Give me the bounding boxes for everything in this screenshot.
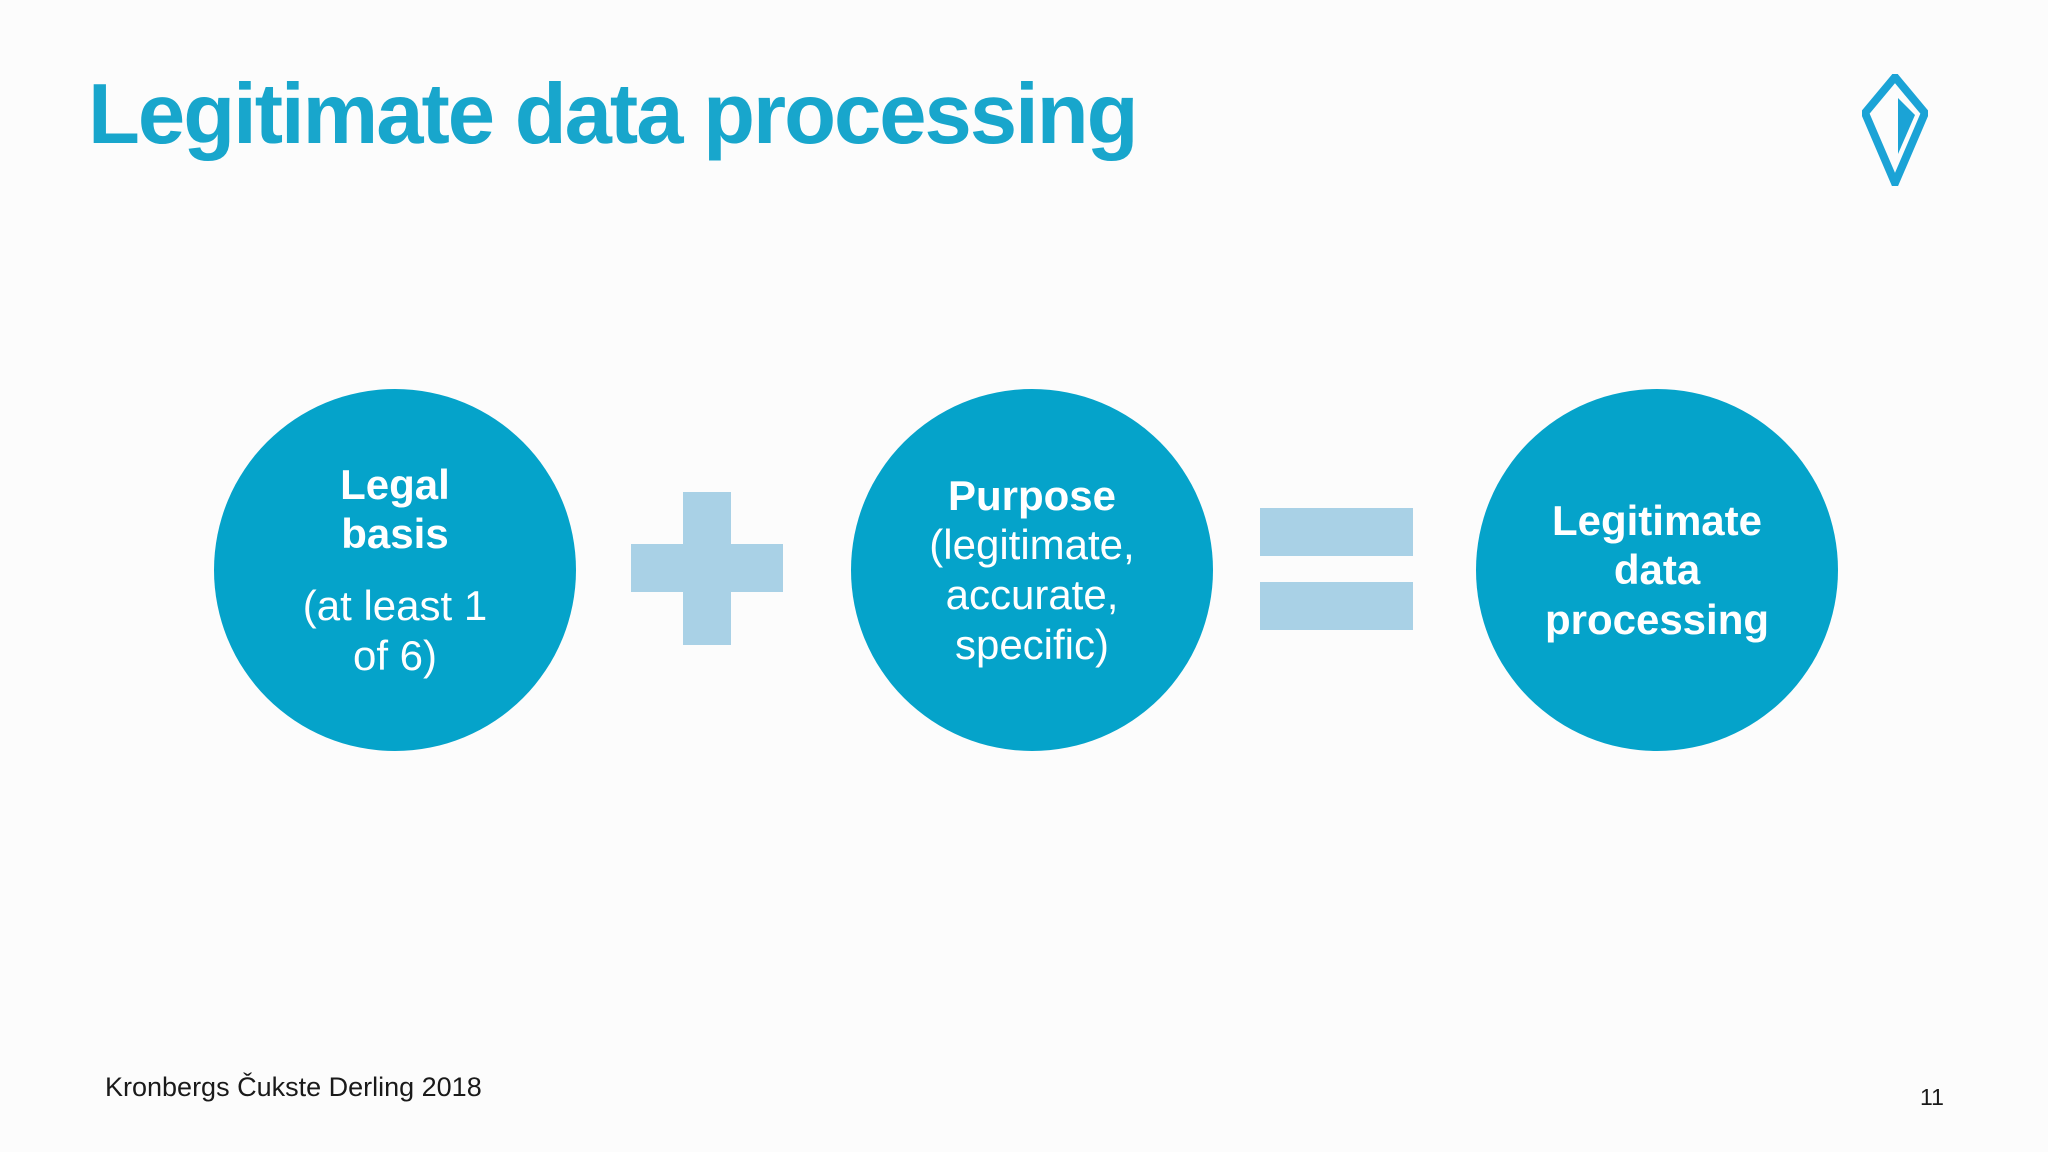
node-legitimate-data-processing-heading: Legitimate data processing: [1544, 496, 1770, 643]
node-legitimate-data-processing: Legitimate data processing: [1476, 389, 1838, 751]
node-purpose-detail: (legitimate, accurate, specific): [929, 521, 1135, 668]
node-legal-basis-detail: (at least 1 of 6): [302, 582, 488, 679]
node-purpose-heading: Purpose: [947, 471, 1117, 519]
node-legal-basis: Legal basis (at least 1 of 6): [214, 389, 576, 751]
equals-icon-top-bar: [1260, 508, 1413, 556]
slide-title: Legitimate data processing: [88, 67, 1139, 162]
kite-diamond-logo-icon: [1860, 70, 1930, 194]
page-number: 11: [1920, 1084, 1944, 1110]
node-purpose: Purpose (legitimate, accurate, specific): [851, 389, 1213, 751]
footer-credit: Kronbergs Čukste Derling 2018: [105, 1072, 482, 1102]
equals-icon-bottom-bar: [1260, 582, 1413, 630]
plus-icon-horizontal-bar: [631, 544, 783, 592]
node-legal-basis-heading: Legal basis: [340, 460, 450, 558]
equals-icon: [1260, 508, 1413, 630]
plus-icon: [631, 492, 783, 645]
